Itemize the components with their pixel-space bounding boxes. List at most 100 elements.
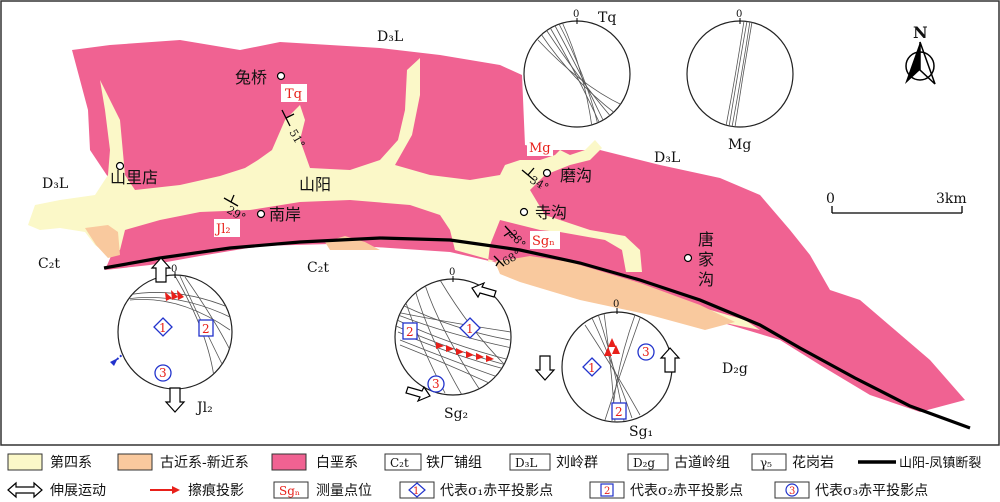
place-mogou: 磨沟 [560, 166, 592, 185]
svg-text:2: 2 [615, 405, 623, 419]
legend-swatch-quaternary [7, 453, 43, 471]
station-box-sgn [530, 231, 560, 249]
sg1-sigma1 [582, 357, 602, 377]
legend-sigma3-icon [785, 483, 799, 497]
legend-box-granite [751, 453, 787, 471]
extension-arrow-sg1-down [534, 355, 556, 381]
quaternary-area [28, 58, 760, 330]
stereonet-sg1: 1 2 3 [561, 308, 673, 423]
svg-text:1: 1 [588, 361, 596, 375]
place-shanyang: 山阳 [299, 175, 331, 194]
station-mg: Mg [529, 141, 551, 156]
legend-sigma2-num: 2 [604, 486, 610, 497]
station-box-mg [527, 138, 553, 156]
legend-sigma3-num: 3 [789, 486, 795, 497]
legend-box-d2g [627, 453, 669, 471]
jl2-sigma1 [153, 317, 173, 337]
station-sgn: Sgₙ [532, 234, 555, 249]
stereonet-sg2-north: 0 [449, 267, 455, 278]
legend-box-d3l [509, 453, 551, 471]
place-marker-sigou [519, 207, 529, 217]
svg-text:2: 2 [406, 325, 414, 339]
place-sigou: 寺沟 [535, 203, 567, 222]
legend-box-station [273, 481, 309, 499]
legend-swatch-cretaceous [271, 453, 307, 471]
station-box-jl2 [214, 219, 240, 237]
extension-arrow-sg2-sw [405, 385, 431, 403]
legend-paleogene-neogene: 古近系-新近系 [160, 455, 249, 471]
legend-fault-name: 山阳-凤镇断裂 [899, 456, 981, 471]
extension-arrow-sg1-up [659, 347, 681, 373]
legend-sigma1-icon [408, 482, 426, 498]
svg-text:3: 3 [642, 345, 650, 359]
place-tuqiao: 兔桥 [235, 68, 267, 87]
unit-label-d2g: D₂g [722, 361, 748, 377]
legend-extension: 伸展运动 [50, 483, 106, 499]
stereonet-mg [686, 18, 794, 128]
legend-station-code: Sgₙ [279, 484, 300, 498]
stereonet-sg2-label: Sg₂ [444, 406, 468, 422]
svg-text:3: 3 [432, 377, 440, 391]
stereonet-tq-north: 0 [573, 9, 579, 20]
svg-text:2: 2 [202, 322, 210, 336]
place-nanan: 南岸 [269, 205, 301, 224]
legend-station-name: 测量点位 [316, 483, 372, 499]
legend-cretaceous: 白垩系 [316, 455, 358, 471]
legend-sigma2-icon [600, 483, 614, 497]
place-marker-shanlidian [115, 161, 125, 171]
legend: 第四系 古近系-新近系 白垩系 C₂t 铁厂铺组 D₃L 刘岭群 D₂g 古道岭… [7, 453, 981, 499]
legend-d2g-code: D₂g [633, 456, 655, 470]
jl2-sigma3 [154, 364, 172, 382]
legend-d3l-code: D₃L [515, 456, 537, 470]
jl2-slip-arrows [165, 290, 184, 301]
stereonet-mg-north: 0 [736, 9, 742, 20]
sg1-sigma2 [611, 402, 627, 420]
station-jl2: Jl₂ [214, 222, 231, 237]
legend-quaternary: 第四系 [50, 454, 92, 471]
scale-bar [831, 206, 963, 214]
stereonet-sg1-north: 0 [613, 299, 619, 310]
legend-c2t-name: 铁厂铺组 [426, 455, 482, 471]
unit-label-c2t-mid: C₂t [307, 260, 329, 276]
place-tangjiagou-1: 唐 [698, 230, 714, 249]
place-marker-tuqiao [276, 71, 286, 81]
station-tq: Tq [285, 87, 302, 102]
paleogene-neogene-area-3 [495, 256, 735, 330]
svg-text:3: 3 [159, 366, 167, 380]
extension-arrow-sg2-ne [471, 281, 497, 299]
shanyang-fengzhen-fault [103, 236, 971, 430]
unit-label-d3l-right: D₃L [654, 150, 680, 166]
legend-swatch-paleogene-neogene [117, 453, 153, 471]
legend-d3l-name: 刘岭群 [556, 455, 598, 471]
svg-text:1: 1 [466, 322, 474, 336]
stereonet-jl2: 1 2 3 [117, 272, 233, 390]
sg1-sigma3 [637, 343, 655, 361]
legend-sigma1-num: 1 [413, 486, 419, 497]
stereonet-jl2-label: Jl₂ [195, 400, 213, 416]
paleogene-neogene-area [85, 225, 120, 258]
legend-sigma1-name: 代表σ₁赤平投影点 [440, 483, 553, 499]
north-label: N [913, 23, 928, 42]
sg1-slip-arrows [604, 338, 620, 356]
stereonet-tq-label: Tq [598, 10, 616, 26]
legend-c2t-code: C₂t [390, 456, 409, 470]
stereonet-jl2-north: 0 [171, 264, 177, 275]
legend-box-c2t [384, 453, 422, 471]
legend-sigma3-name: 代表σ₃赤平投影点 [815, 483, 928, 499]
extension-arrow-jl2-up [150, 257, 172, 283]
svg-text:1: 1 [159, 321, 167, 335]
legend-extension-arrow-icon [7, 481, 43, 499]
map-frame [0, 0, 1000, 446]
place-marker-mogou [542, 168, 552, 178]
legend-granite-name: 花岗岩 [792, 455, 834, 471]
extension-arrow-jl2-down [164, 387, 186, 413]
stereonet-sg1-label: Sg₁ [629, 424, 653, 440]
station-box-tq [281, 84, 307, 102]
sg2-sigma3 [427, 375, 445, 393]
legend-slip-arrow-icon [150, 486, 180, 494]
place-tangjiagou-3: 沟 [698, 270, 714, 289]
stereonet-sg2: 1 2 3 [394, 276, 512, 396]
stereonet-tq [523, 18, 631, 128]
unit-label-d3l-left: D₃L [42, 176, 68, 192]
